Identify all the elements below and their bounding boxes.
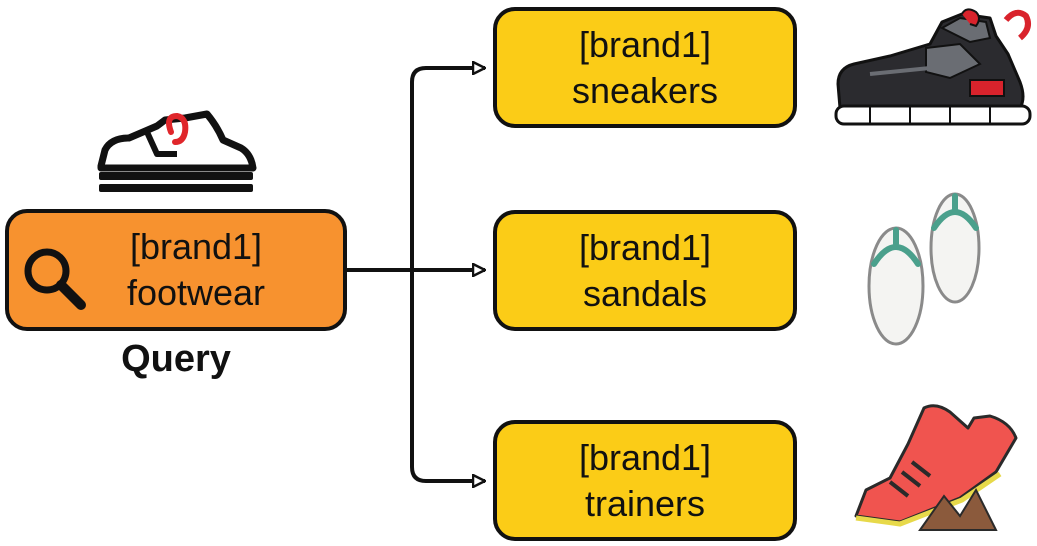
result-box-sandals: [brand1] sandals: [493, 210, 797, 331]
result-box-trainers: [brand1] trainers: [493, 420, 797, 541]
query-line-2: footwear: [126, 272, 266, 313]
query-box: [brand1] footwear: [5, 209, 347, 331]
result-line-1: [brand1]: [578, 23, 712, 65]
sandals-icon: [867, 192, 981, 346]
result-line-2: trainers: [584, 482, 706, 524]
result-line-1: [brand1]: [578, 436, 712, 478]
query-label: Query: [121, 338, 231, 380]
query-line-1: [brand1]: [129, 226, 263, 267]
result-line-2: sandals: [582, 272, 708, 314]
running-shoe-icon: [854, 404, 1018, 531]
result-line-2: sneakers: [571, 69, 719, 111]
search-icon: [24, 248, 86, 310]
branch-line-top: [410, 68, 485, 270]
result-line-1: [brand1]: [578, 226, 712, 268]
result-box-sneakers: [brand1] sneakers: [493, 7, 797, 128]
branch-line-bottom: [410, 270, 485, 481]
shoe-outline-icon: [97, 110, 257, 192]
sneaker-icon: [834, 8, 1032, 126]
